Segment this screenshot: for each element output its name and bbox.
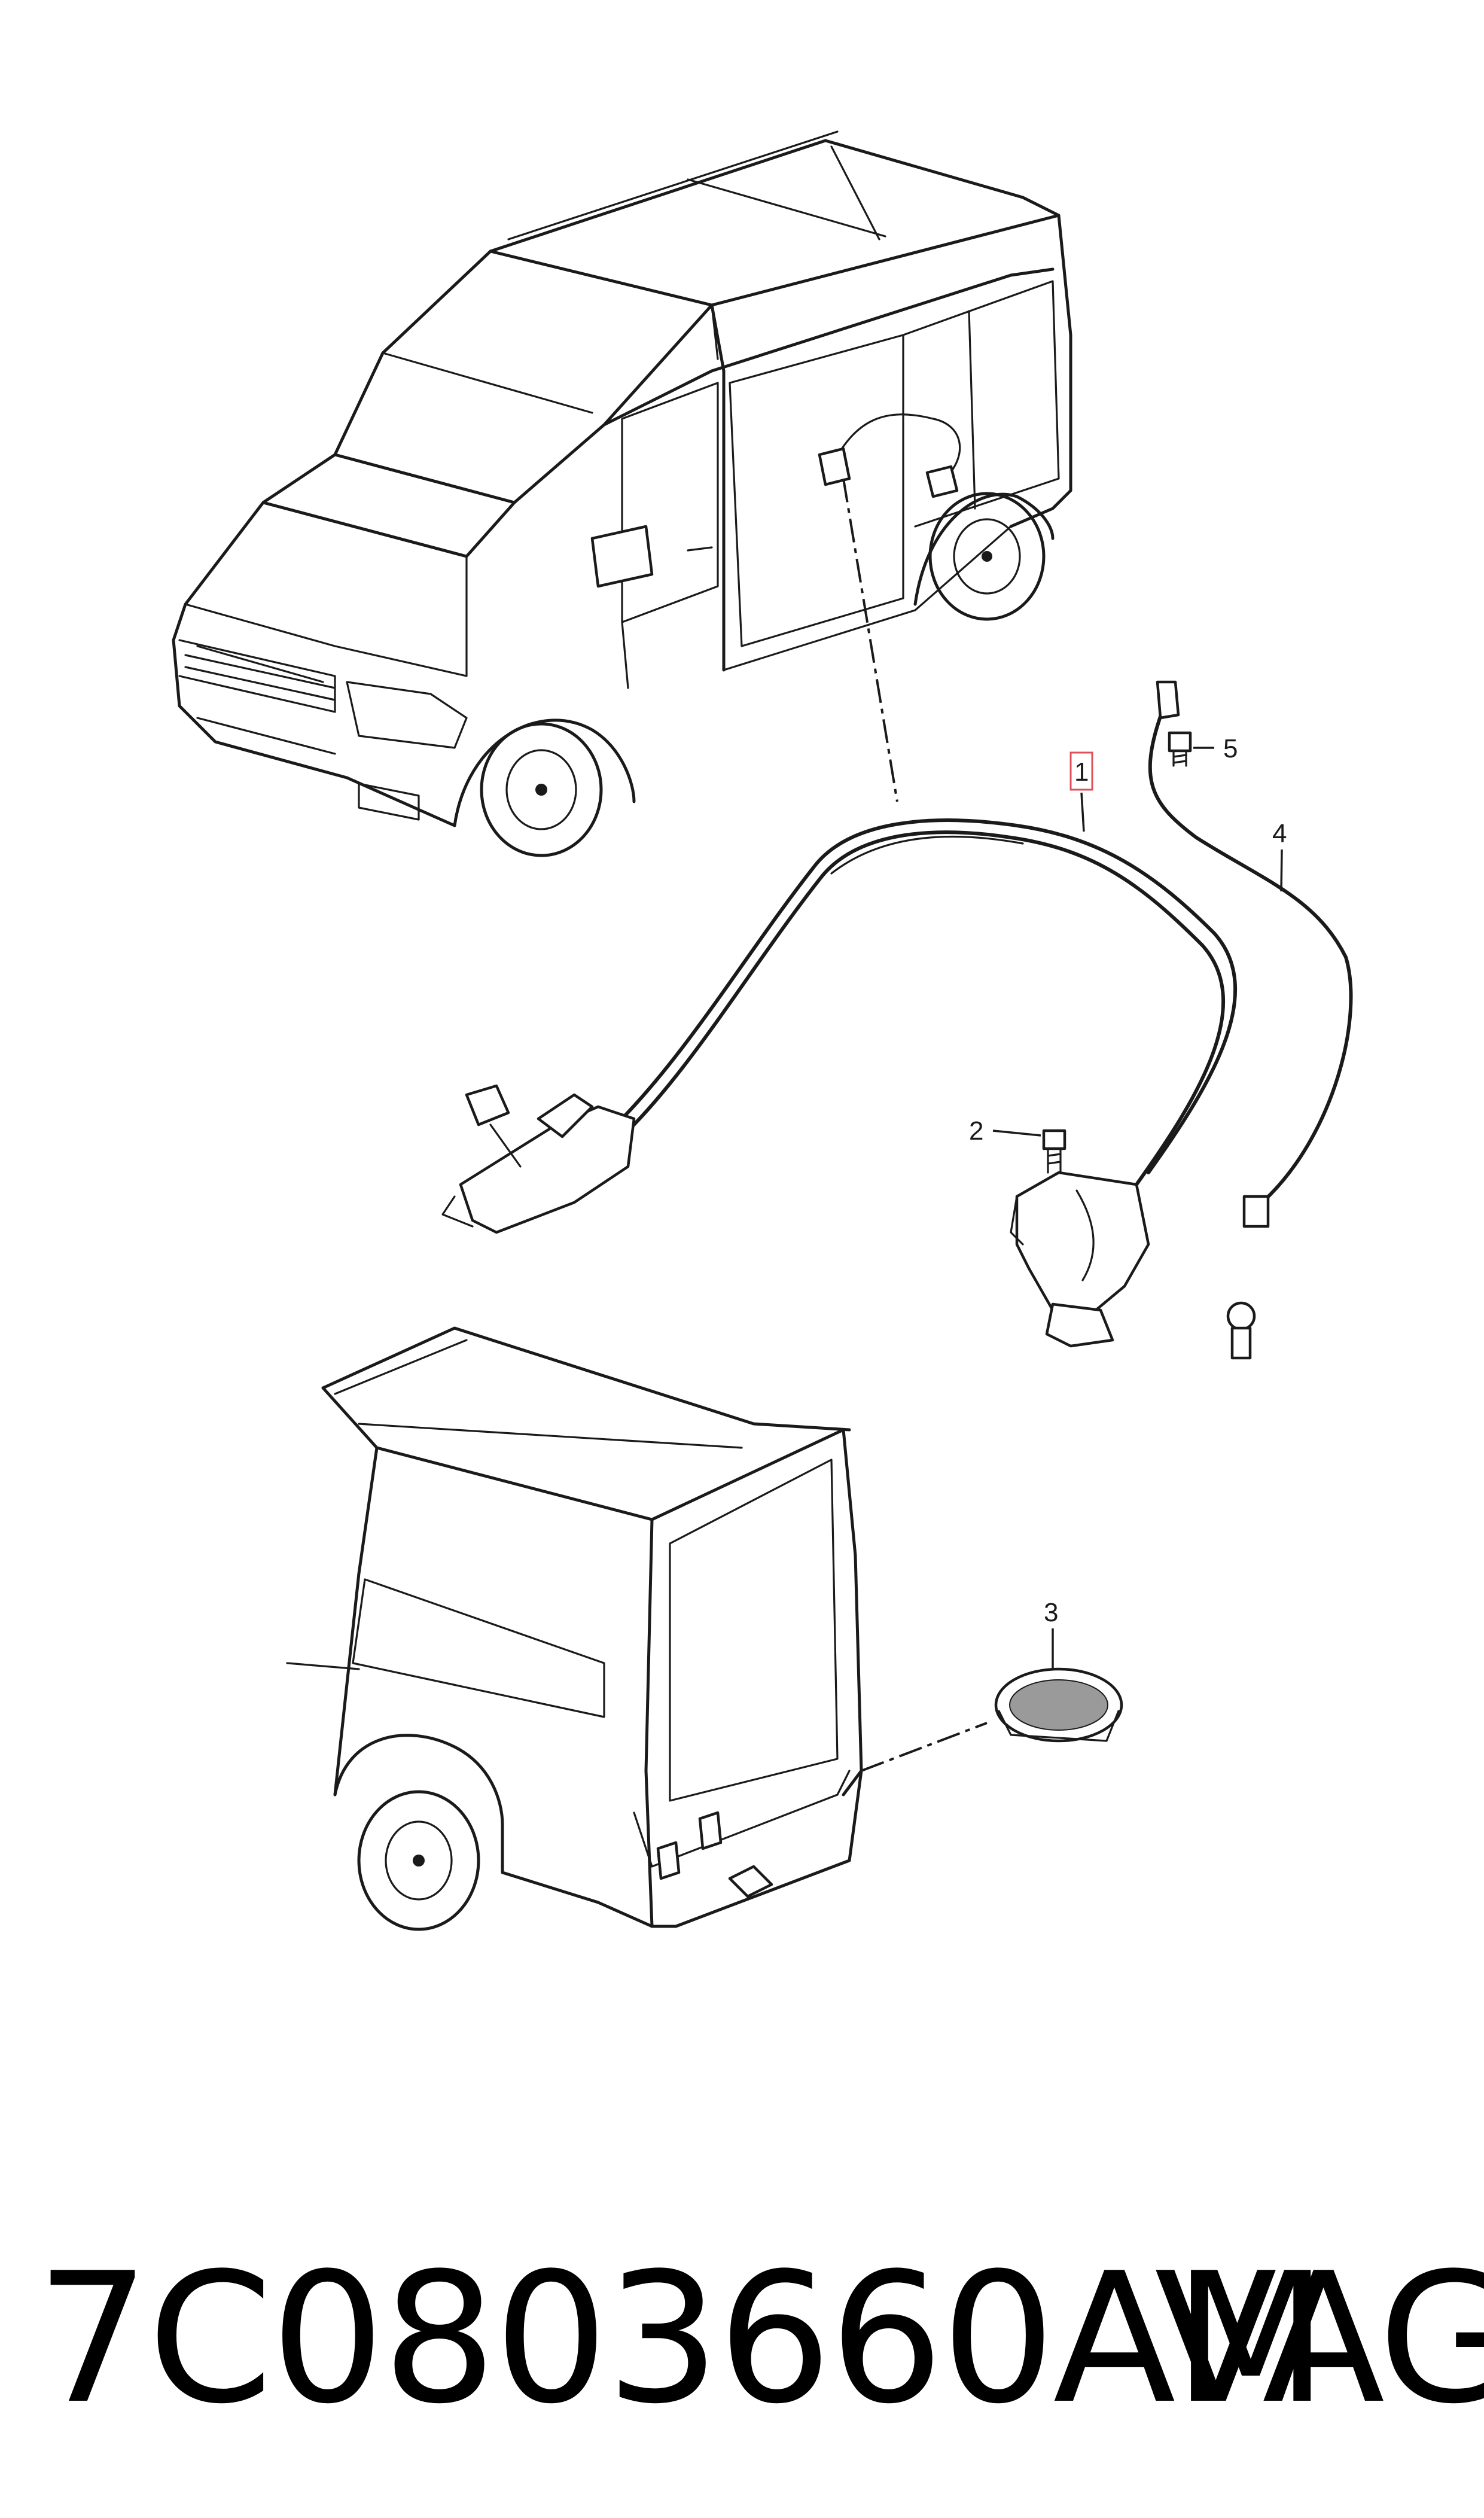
bolt-part-2 [1042, 1129, 1066, 1174]
callout-3-label: 3 [1044, 1598, 1058, 1627]
callout-1-label: 1 [1074, 757, 1089, 787]
door-cable-assembly [441, 818, 1238, 1348]
parts-diagram: 1 5 4 2 3 [172, 130, 1353, 1931]
ground-strap [1148, 680, 1353, 1360]
callout-5-label: 5 [1223, 734, 1238, 763]
bolt-part-5 [1168, 731, 1192, 767]
callout-1-highlight-box [1069, 751, 1093, 791]
callout-4-label: 4 [1272, 819, 1287, 848]
cap-part-3 [994, 1667, 1123, 1743]
van-rear-view [286, 1326, 863, 1931]
brand-label: VAG [1154, 2234, 1484, 2443]
van-front-view [172, 130, 1072, 857]
callout-2-label: 2 [969, 1116, 983, 1146]
part-number: 7C0803660AM [36, 2234, 1328, 2443]
footer: 7C0803660AM VAG [0, 2213, 1484, 2465]
